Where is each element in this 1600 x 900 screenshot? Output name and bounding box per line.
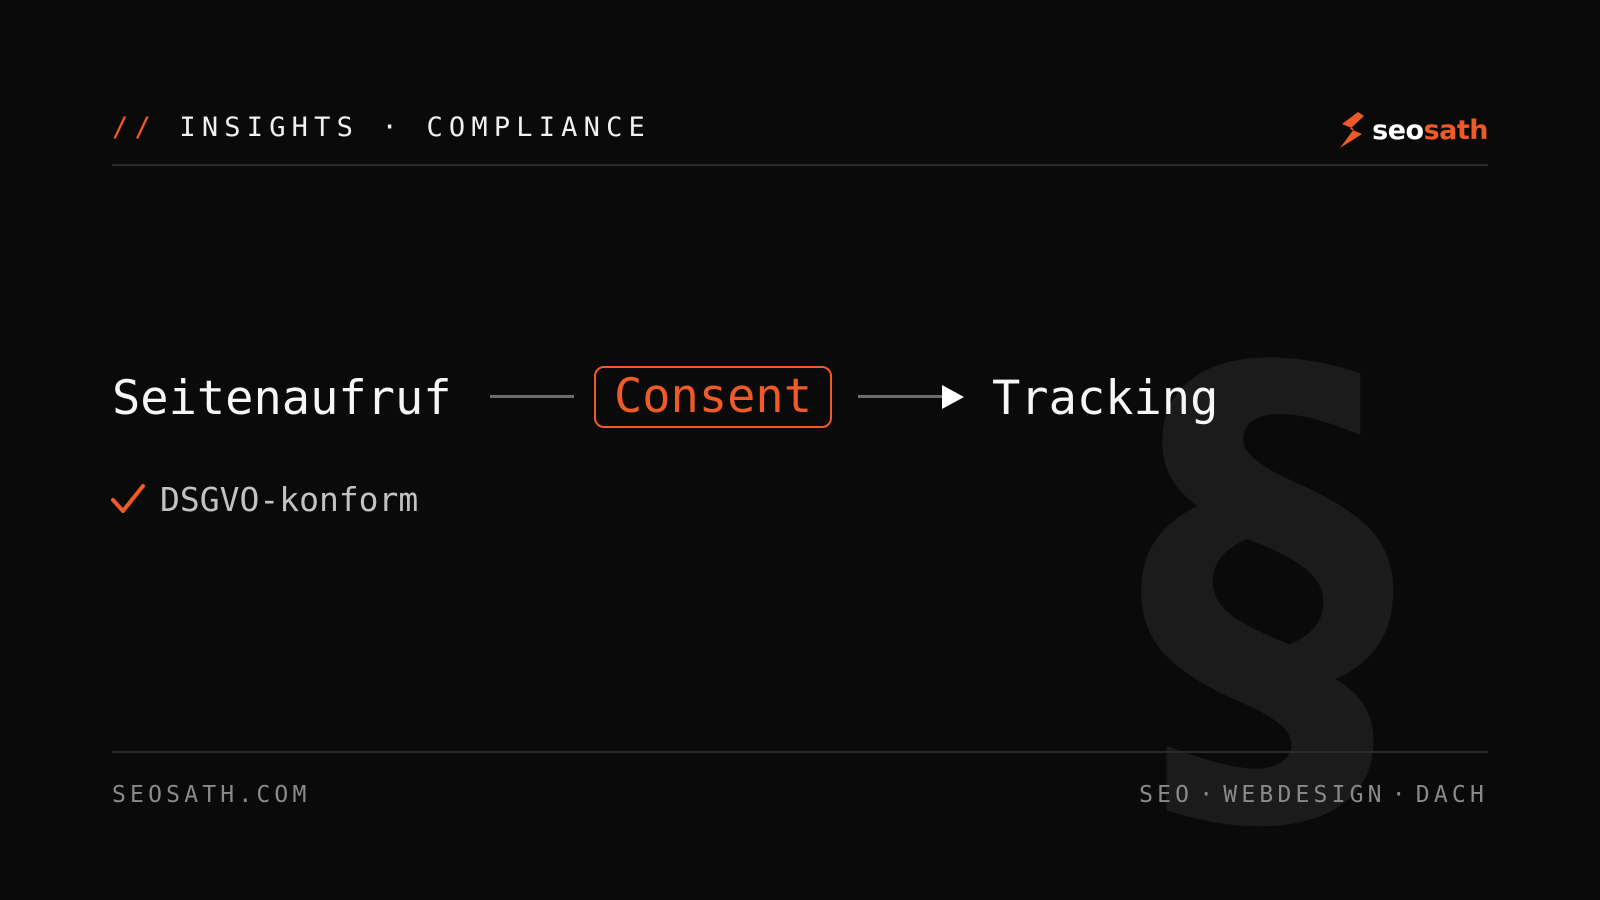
kicker-topic: COMPLIANCE bbox=[426, 112, 652, 143]
flow-step-consent-box: Consent bbox=[594, 366, 832, 428]
logo-wordmark: seosath bbox=[1372, 115, 1488, 146]
footer-tag-separator: · bbox=[1391, 782, 1410, 808]
footer-tag-webdesign: WEBDESIGN bbox=[1223, 782, 1386, 808]
arrow-right-icon bbox=[942, 385, 964, 409]
footer-divider bbox=[112, 751, 1488, 753]
flow-step-page-view: Seitenaufruf bbox=[112, 371, 452, 426]
s-bolt-logo-icon bbox=[1340, 112, 1365, 148]
footer-tag-separator: · bbox=[1199, 782, 1218, 808]
consent-flow: Seitenaufruf Consent Tracking bbox=[112, 364, 1312, 434]
kicker-section: INSIGHTS bbox=[179, 112, 360, 143]
logo-text-accent: sath bbox=[1423, 114, 1489, 146]
footer-tag-seo: SEO bbox=[1139, 782, 1194, 808]
compliance-check: DSGVO-konform bbox=[110, 474, 418, 524]
header-divider bbox=[112, 164, 1488, 166]
footer-tags: SEO·WEBDESIGN·DACH bbox=[1139, 782, 1488, 808]
flow-step-tracking: Tracking bbox=[992, 371, 1219, 426]
kicker-slashes: // bbox=[112, 112, 157, 143]
brand-logo: seosath bbox=[1336, 108, 1489, 152]
kicker-separator: · bbox=[381, 112, 404, 143]
logo-text-light: seo bbox=[1372, 114, 1424, 146]
flow-step-consent: Consent bbox=[613, 369, 813, 424]
section-sign-watermark: § bbox=[1137, 254, 1396, 900]
header: // INSIGHTS · COMPLIANCE seosath bbox=[112, 108, 1489, 158]
flow-connector-line bbox=[490, 395, 574, 398]
kicker: // INSIGHTS · COMPLIANCE bbox=[112, 112, 651, 143]
checkmark-icon bbox=[111, 484, 145, 513]
footer-domain: SEOSATH.COM bbox=[112, 782, 311, 808]
flow-connector-arrow-line bbox=[858, 395, 944, 398]
compliance-label: DSGVO-konform bbox=[160, 479, 419, 519]
footer-tag-dach: DACH bbox=[1415, 782, 1488, 808]
